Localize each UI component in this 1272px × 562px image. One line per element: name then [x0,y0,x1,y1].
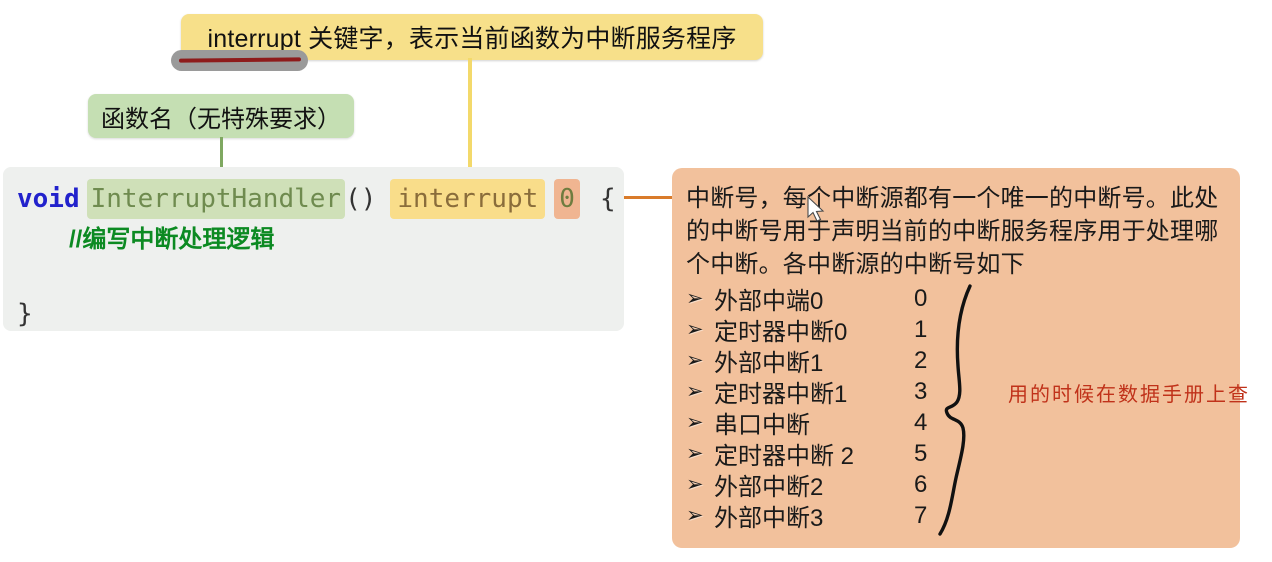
interrupt-keyword-connector-line [468,58,472,188]
interrupt-source-number: 6 [914,470,928,498]
arrow-bullet-icon: ➢ [686,411,704,434]
code-comment-line: //编写中断处理逻辑 [69,226,275,253]
interrupt-source-number: 2 [914,346,928,374]
code-token-interrupt-number: 0 [554,179,580,219]
code-token-parentheses: () [345,184,377,214]
interrupt-source-number: 1 [914,315,928,343]
interrupt-source-name: 串口中断 [714,412,810,439]
arrow-bullet-icon: ➢ [686,504,704,527]
interrupt-keyword-callout-label: interrupt 关键字，表示当前函数为中断服务程序 [207,25,737,53]
function-name-callout: 函数名（无特殊要求） [88,94,354,138]
interrupt-number-info-panel: 中断号，每个中断源都有一个唯一的中断号。此处的中断号用于声明当前的中断服务程序用… [672,168,1240,548]
brace-annotation-note: 用的时候在数据手册上查 [1008,382,1250,406]
code-block: void InterruptHandler () interrupt 0 { /… [3,167,624,331]
interrupt-table-row: ➢ 外部中断1 2 [686,345,1224,378]
interrupt-source-number: 3 [914,377,928,405]
interrupt-table-row: ➢ 定时器中断0 1 [686,314,1224,347]
arrow-bullet-icon: ➢ [686,473,704,496]
function-name-connector-line [220,137,223,184]
code-token-void: void [17,184,80,214]
interrupt-table-row: ➢ 定时器中断1 3 [686,376,1224,409]
code-token-open-brace: { [599,184,616,214]
arrow-bullet-icon: ➢ [686,318,704,341]
interrupt-source-name: 定时器中断0 [714,319,848,346]
code-token-interrupt-keyword: interrupt [390,179,546,219]
arrow-bullet-icon: ➢ [686,442,704,465]
interrupt-table-row: ➢ 外部中断3 7 [686,500,1224,533]
arrow-bullet-icon: ➢ [686,287,704,310]
interrupt-source-number: 4 [914,408,928,436]
info-panel-paragraph: 中断号，每个中断源都有一个唯一的中断号。此处的中断号用于声明当前的中断服务程序用… [686,185,1219,278]
interrupt-source-name: 定时器中断1 [714,381,848,408]
arrow-bullet-icon: ➢ [686,380,704,403]
code-token-function-name: InterruptHandler [86,179,346,219]
arrow-bullet-icon: ➢ [686,349,704,372]
interrupt-source-name: 外部中断1 [714,350,824,377]
interrupt-table-row: ➢ 定时器中断 2 5 [686,438,1224,471]
interrupt-table-row: ➢ 串口中断 4 [686,407,1224,440]
code-close-brace-line: } [17,299,33,329]
code-signature-line: void InterruptHandler () interrupt 0 { [17,179,616,219]
interrupt-source-name: 外部中断2 [714,474,824,501]
interrupt-source-name: 定时器中断 2 [714,443,855,470]
interrupt-source-number: 0 [914,284,928,312]
interrupt-table-row: ➢ 外部中断2 6 [686,469,1224,502]
interrupt-source-number: 5 [914,439,928,467]
interrupt-source-name: 外部中端0 [714,288,824,315]
function-name-callout-label: 函数名（无特殊要求） [101,105,341,133]
interrupt-source-number: 7 [914,501,928,529]
interrupt-source-name: 外部中断3 [714,505,824,532]
interrupt-number-table: ➢ 外部中端0 0 ➢ 定时器中断0 1 ➢ 外部中断1 2 ➢ 定时器中断1 3 ➢ 串口中断 4 ➢ 定时器… [686,283,1224,533]
interrupt-table-row: ➢ 外部中端0 0 [686,283,1224,316]
